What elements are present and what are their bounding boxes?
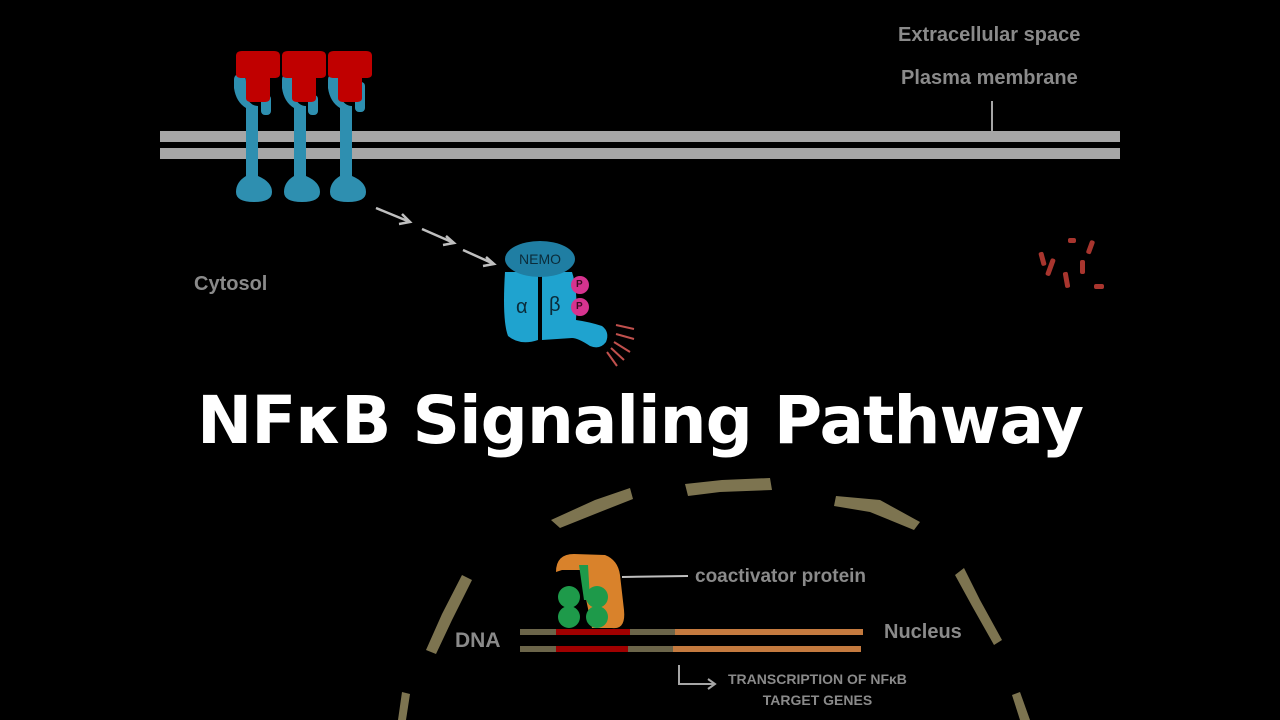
nemo-label: NEMO [519, 251, 561, 267]
signal-arrows [375, 206, 497, 268]
transcription-arrow [678, 665, 717, 690]
phosphate-label-2: P [576, 301, 583, 312]
transcription-label: TRANSCRIPTION OF NFκB TARGET GENES [728, 669, 907, 711]
beta-subunit-label: β [549, 294, 561, 316]
dna-label: DNA [455, 629, 501, 652]
transcription-label-line2: TARGET GENES [762, 692, 873, 708]
nucleus-envelope [398, 478, 1030, 720]
phosphate-label-1: P [576, 279, 583, 290]
plasma-membrane [160, 101, 1120, 159]
nucleus-label: Nucleus [884, 621, 962, 643]
page-title: NFκB Signaling Pathway [196, 382, 1084, 459]
dna-strands [520, 629, 863, 652]
cytosol-label: Cytosol [194, 273, 268, 295]
ikk-complex [504, 241, 635, 367]
plasma-membrane-label: Plasma membrane [901, 67, 1078, 89]
transcription-label-line1: TRANSCRIPTION OF NFκB [728, 671, 907, 687]
alpha-subunit-label: α [516, 296, 528, 318]
coactivator-protein-label: coactivator protein [695, 566, 867, 587]
degraded-ikb-fragments [1038, 238, 1104, 289]
receptor-trimer [234, 51, 372, 202]
extracellular-space-label: Extracellular space [898, 24, 1081, 46]
coactivator-nfkb-complex [556, 554, 689, 629]
